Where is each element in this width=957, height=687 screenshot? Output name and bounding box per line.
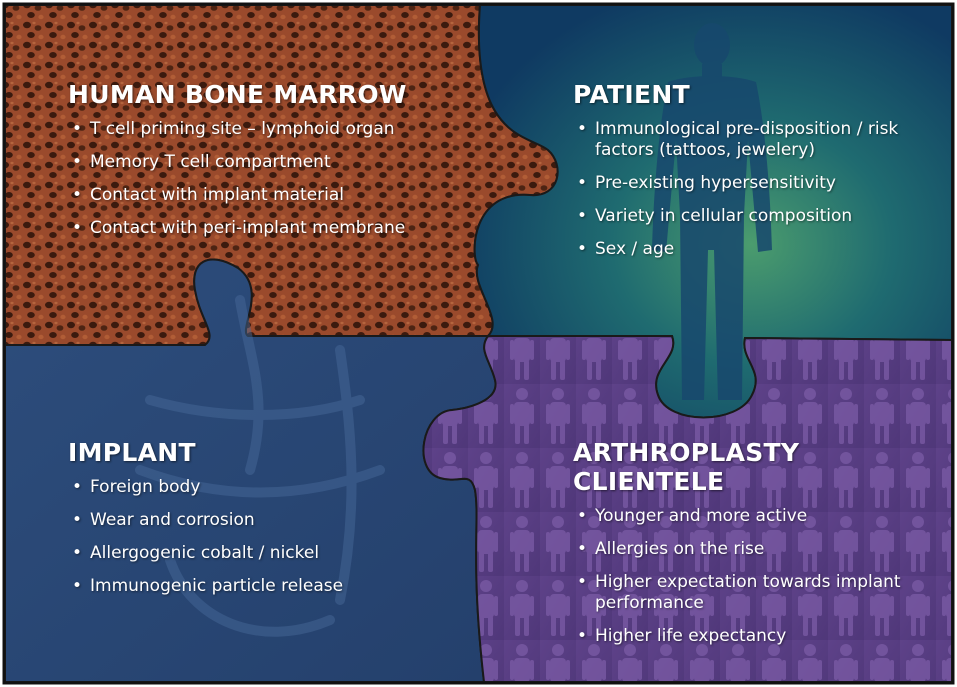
clientele-list: Younger and more active Allergies on the… bbox=[573, 506, 943, 647]
list-item: T cell priming site – lymphoid organ bbox=[68, 119, 468, 140]
implant-list: Foreign body Wear and corrosion Allergog… bbox=[68, 477, 428, 597]
list-item: Allergies on the rise bbox=[573, 539, 943, 560]
list-item: Pre-existing hypersensitivity bbox=[573, 173, 913, 194]
list-item: Immunological pre-disposition / risk fac… bbox=[573, 119, 913, 161]
list-item: Higher expectation towards implant perfo… bbox=[573, 572, 943, 614]
list-item: Wear and corrosion bbox=[68, 510, 428, 531]
list-item: Immunogenic particle release bbox=[68, 576, 428, 597]
bone-marrow-list: T cell priming site – lymphoid organ Mem… bbox=[68, 119, 468, 239]
list-item: Contact with implant material bbox=[68, 185, 468, 206]
implant-title: IMPLANT bbox=[68, 438, 196, 467]
list-item: Younger and more active bbox=[573, 506, 943, 527]
list-item: Memory T cell compartment bbox=[68, 152, 468, 173]
implant-panel: IMPLANT Foreign body Wear and corrosion … bbox=[68, 438, 428, 609]
patient-list: Immunological pre-disposition / risk fac… bbox=[573, 119, 913, 260]
patient-panel: PATIENT Immunological pre-disposition / … bbox=[573, 80, 913, 272]
bone-marrow-panel: HUMAN BONE MARROW T cell priming site – … bbox=[68, 80, 468, 251]
list-item: Sex / age bbox=[573, 239, 913, 260]
list-item: Allergogenic cobalt / nickel bbox=[68, 543, 428, 564]
clientele-panel: ARTHROPLASTY CLIENTELE Younger and more … bbox=[573, 438, 943, 659]
patient-title: PATIENT bbox=[573, 80, 690, 109]
list-item: Variety in cellular composition bbox=[573, 206, 913, 227]
list-item: Higher life expectancy bbox=[573, 626, 943, 647]
list-item: Foreign body bbox=[68, 477, 428, 498]
clientele-title: ARTHROPLASTY CLIENTELE bbox=[573, 438, 800, 496]
list-item: Contact with peri-implant membrane bbox=[68, 218, 468, 239]
bone-marrow-title: HUMAN BONE MARROW bbox=[68, 80, 407, 109]
